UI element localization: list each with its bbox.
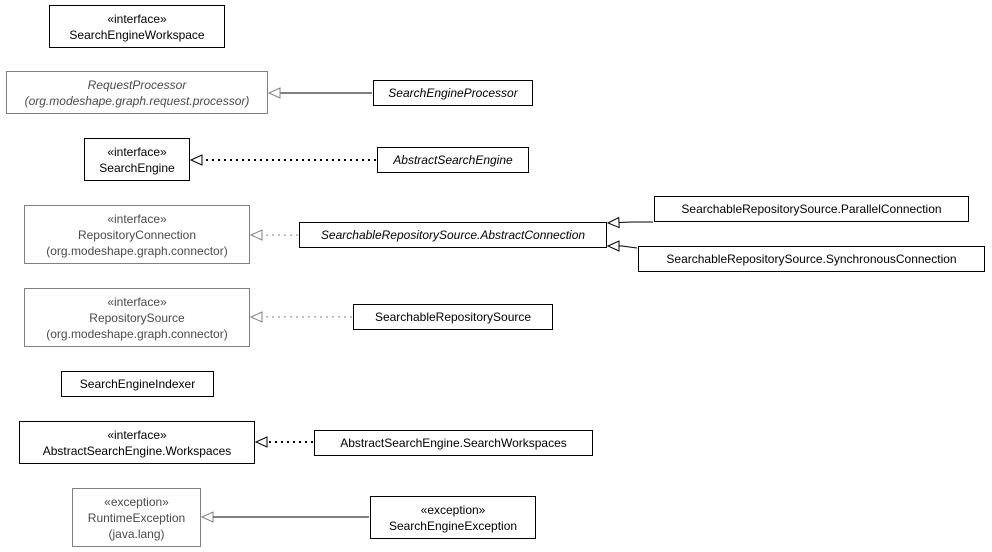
class-name: SearchableRepositorySource — [374, 310, 532, 324]
stereotype-label: «interface» — [107, 427, 167, 442]
edge-synchronous-connection-to-abstract-connection — [606, 240, 638, 252]
class-name: AbstractSearchEngine.SearchWorkspaces — [340, 436, 567, 450]
class-name: RepositorySource — [89, 310, 185, 325]
hollow-arrowhead-icon — [267, 87, 281, 99]
class-box-search-engine[interactable]: «interface» SearchEngine — [84, 138, 190, 181]
class-box-runtime-exception[interactable]: «exception» RuntimeException (java.lang) — [72, 488, 201, 547]
class-name: SearchEngineIndexer — [79, 377, 196, 391]
class-box-workspaces[interactable]: «interface» AbstractSearchEngine.Workspa… — [19, 421, 255, 464]
class-box-search-engine-workspace[interactable]: «interface» SearchEngineWorkspace — [49, 5, 225, 48]
edge-line — [618, 221, 653, 224]
hollow-arrowhead-icon — [249, 229, 263, 241]
package-label: (org.modeshape.graph.request.processor) — [24, 93, 250, 108]
class-name: SearchableRepositorySource.AbstractConne… — [320, 228, 586, 242]
class-box-repository-source[interactable]: «interface» RepositorySource (org.modesh… — [24, 288, 250, 347]
stereotype-label: «interface» — [107, 11, 167, 26]
stereotype-label: «exception» — [420, 502, 486, 517]
class-name: SearchEngineProcessor — [388, 86, 518, 100]
hollow-arrowhead-icon — [200, 511, 214, 523]
hollow-arrowhead-icon — [606, 216, 620, 229]
edge-search-engine-processor-to-request-processor — [267, 87, 372, 99]
class-name: SearchableRepositorySource.ParallelConne… — [681, 202, 942, 216]
hollow-arrowhead-icon — [254, 436, 268, 448]
class-name: AbstractSearchEngine — [393, 153, 513, 167]
class-name: RuntimeException — [87, 510, 186, 525]
hollow-arrowhead-icon — [606, 240, 620, 252]
edge-parallel-connection-to-abstract-connection — [606, 216, 653, 229]
stereotype-label: «exception» — [104, 494, 169, 509]
stereotype-label: «interface» — [107, 144, 167, 159]
edge-search-workspaces-to-workspaces — [254, 436, 313, 448]
class-box-abstract-search-engine[interactable]: AbstractSearchEngine — [377, 147, 529, 173]
stereotype-label: «interface» — [107, 211, 167, 226]
class-name: AbstractSearchEngine.Workspaces — [42, 443, 232, 458]
class-box-search-engine-indexer[interactable]: SearchEngineIndexer — [61, 371, 214, 397]
stereotype-label: «interface» — [107, 294, 167, 309]
class-box-search-workspaces[interactable]: AbstractSearchEngine.SearchWorkspaces — [314, 430, 593, 456]
edge-abstract-connection-to-repository-connection — [249, 229, 298, 241]
hollow-arrowhead-icon — [249, 311, 263, 323]
class-name: SearchEngineWorkspace — [69, 27, 205, 42]
class-name: SearchableRepositorySource.SynchronousCo… — [666, 252, 957, 266]
class-box-request-processor[interactable]: RequestProcessor (org.modeshape.graph.re… — [6, 71, 268, 114]
class-box-searchable-repository-source[interactable]: SearchableRepositorySource — [353, 304, 553, 330]
package-label: (org.modeshape.graph.connector) — [46, 243, 228, 258]
edge-search-engine-exception-to-runtime-exception — [200, 511, 369, 523]
class-name: SearchEngineException — [388, 518, 518, 533]
edge-abstract-search-engine-to-search-engine — [189, 154, 376, 166]
edge-searchable-repository-source-to-repository-source — [249, 311, 352, 323]
class-name: SearchEngine — [99, 160, 175, 175]
class-box-parallel-connection[interactable]: SearchableRepositorySource.ParallelConne… — [654, 196, 969, 222]
class-box-search-engine-exception[interactable]: «exception» SearchEngineException — [370, 496, 536, 539]
hollow-arrowhead-icon — [189, 154, 203, 166]
class-box-repository-connection[interactable]: «interface» RepositoryConnection (org.mo… — [24, 205, 250, 264]
class-box-synchronous-connection[interactable]: SearchableRepositorySource.SynchronousCo… — [638, 246, 985, 272]
package-label: (org.modeshape.graph.connector) — [46, 326, 228, 341]
package-label: (java.lang) — [108, 526, 165, 541]
class-box-search-engine-processor[interactable]: SearchEngineProcessor — [373, 80, 533, 106]
edge-line — [619, 245, 638, 249]
class-box-abstract-connection[interactable]: SearchableRepositorySource.AbstractConne… — [299, 222, 607, 248]
class-name: RepositoryConnection — [77, 227, 197, 242]
class-name: RequestProcessor — [87, 77, 187, 92]
